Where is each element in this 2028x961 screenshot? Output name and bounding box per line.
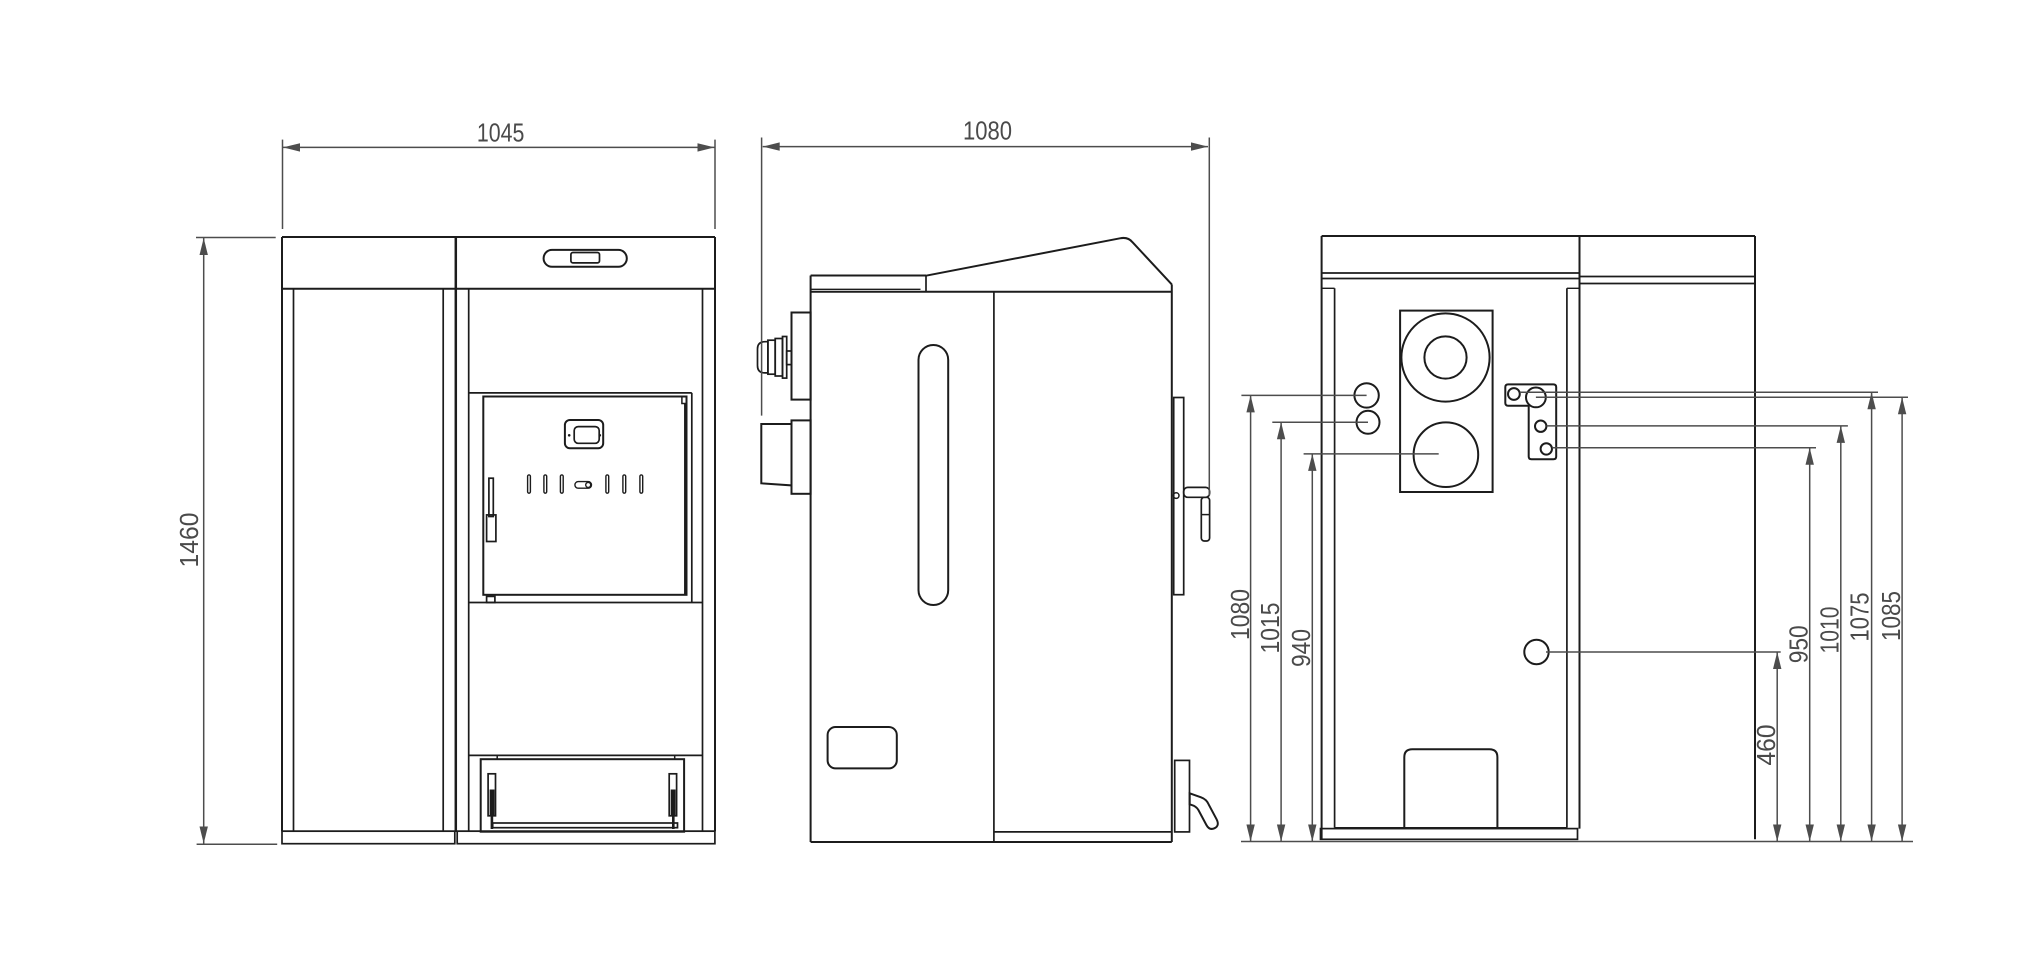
- svg-text:1080: 1080: [1225, 589, 1255, 640]
- svg-text:1045: 1045: [477, 117, 525, 147]
- svg-text:1085: 1085: [1876, 591, 1906, 641]
- svg-text:1010: 1010: [1814, 607, 1844, 654]
- svg-text:1075: 1075: [1845, 593, 1875, 642]
- svg-text:1015: 1015: [1255, 603, 1285, 654]
- svg-text:1080: 1080: [963, 116, 1012, 146]
- svg-text:950: 950: [1784, 625, 1814, 663]
- svg-text:1460: 1460: [174, 513, 204, 568]
- svg-text:940: 940: [1286, 629, 1316, 667]
- svg-text:460: 460: [1751, 725, 1781, 766]
